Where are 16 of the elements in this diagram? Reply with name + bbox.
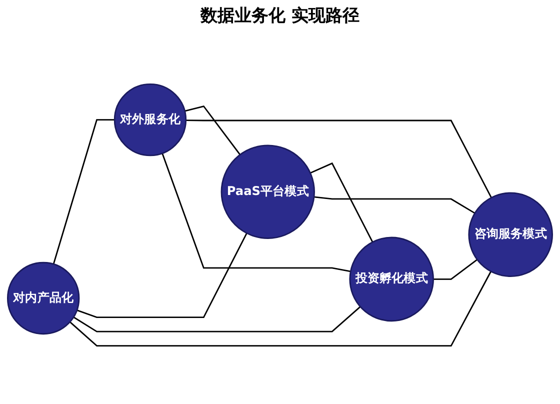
node-circle: 对外服务化: [114, 83, 187, 156]
connector: [433, 259, 478, 280]
connector: [73, 306, 361, 332]
connector: [76, 232, 248, 318]
connector: [52, 119, 115, 264]
connector: [69, 271, 492, 347]
node-circle: PaaS平台模式: [220, 144, 315, 239]
connector: [310, 162, 374, 242]
connector: [184, 105, 241, 156]
connector: [314, 196, 476, 214]
node-circle: 投资孵化模式: [349, 236, 434, 322]
connector: [186, 120, 492, 198]
connector: [162, 153, 351, 272]
node-circle: 对内产品化: [6, 262, 80, 335]
center-caption: 数据业务化 实现路径: [200, 6, 360, 26]
node-circle: 咨询服务模式: [468, 192, 554, 278]
